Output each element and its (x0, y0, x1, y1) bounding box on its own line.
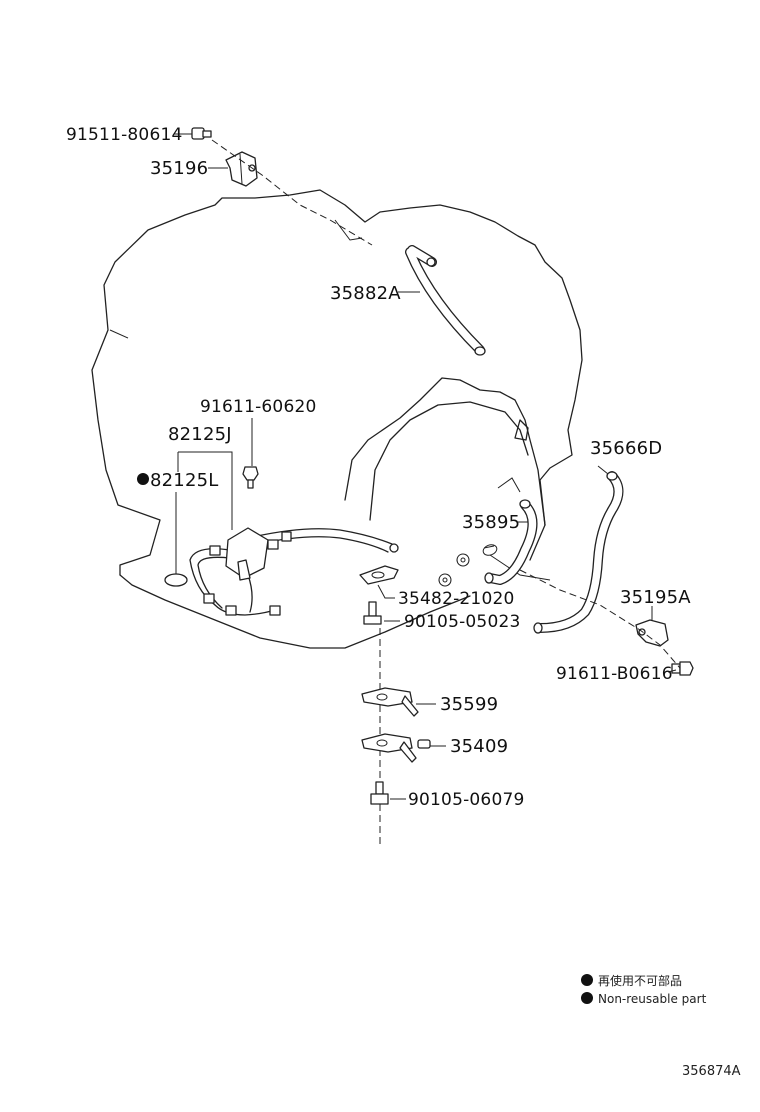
bolt-91511-80614 (191, 127, 212, 140)
tube-35895 (484, 499, 538, 585)
label-90105-05023: 90105-05023 (404, 612, 521, 632)
bracket-35599 (361, 687, 419, 717)
diagram-code: 356874A (682, 1064, 741, 1079)
legend-marker-ja (581, 974, 593, 986)
clamp-35482-21020 (359, 565, 399, 585)
alignment-line-right (519, 569, 681, 669)
label-91611-60620: 91611-60620 (200, 397, 317, 417)
label-90105-06079: 90105-06079 (408, 790, 525, 810)
clamp-35195A (635, 619, 669, 647)
legend: 再使用不可部品 Non-reusable part (581, 973, 707, 1006)
label-35666D: 35666D (590, 438, 662, 459)
label-35409: 35409 (450, 736, 508, 757)
label-91511-80614: 91511-80614 (66, 125, 183, 145)
breather-tube-35882A (405, 245, 486, 356)
part-labels: 91511-80614 35196 35882A 91611-60620 821… (66, 125, 691, 810)
label-35195A: 35195A (620, 587, 691, 608)
non-reusable-marker-82125L (137, 473, 149, 485)
label-82125L: 82125L (150, 470, 219, 491)
bracket-35196 (225, 151, 258, 187)
alignment-line-top (211, 139, 373, 246)
hose-35666D (533, 471, 624, 634)
label-91611-B0616: 91611-B0616 (556, 664, 673, 684)
bolt-91611-60620 (242, 466, 259, 489)
legend-text-ja: 再使用不可部品 (598, 973, 682, 988)
transmission-housing (91, 189, 583, 649)
label-35895: 35895 (462, 512, 520, 533)
fittings-cluster (438, 544, 498, 587)
o-ring-82125L (164, 573, 188, 587)
bolt-90105-05023 (363, 601, 382, 625)
label-35882A: 35882A (330, 283, 401, 304)
label-35482-21020: 35482-21020 (398, 589, 515, 609)
legend-marker-en (581, 992, 593, 1004)
leader-lines (174, 133, 677, 800)
legend-text-en: Non-reusable part (598, 992, 707, 1006)
label-82125J: 82125J (168, 424, 232, 445)
bolt-90105-06079 (370, 781, 389, 805)
label-35599: 35599 (440, 694, 498, 715)
bolt-91611-B0616 (671, 661, 694, 676)
label-35196: 35196 (150, 158, 208, 179)
bracket-35409 (361, 733, 431, 763)
wire-harness-82125J (189, 527, 399, 616)
